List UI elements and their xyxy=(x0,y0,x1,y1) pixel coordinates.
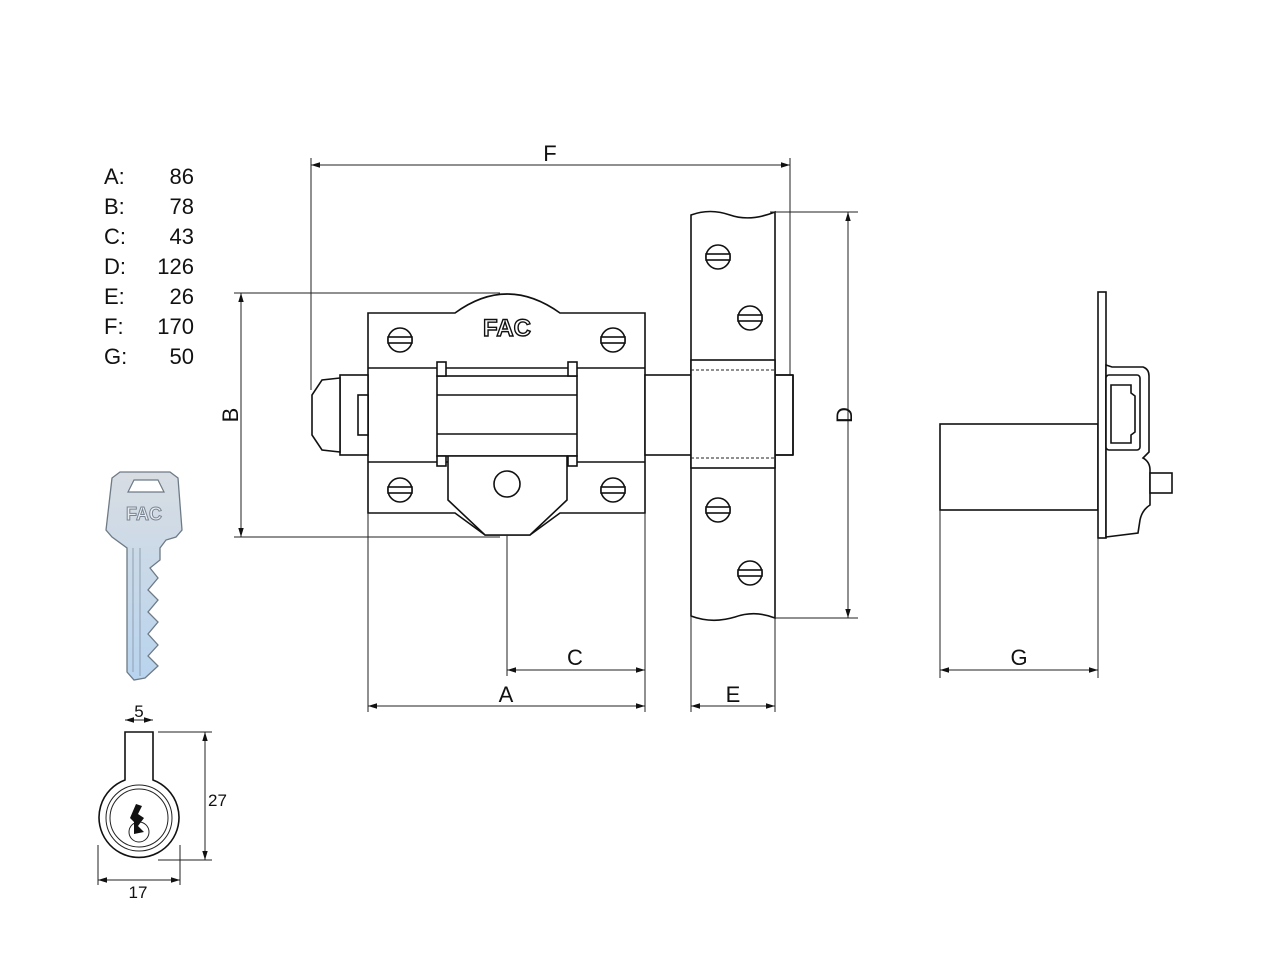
fac-logo: FAC xyxy=(483,315,531,342)
strike-plate xyxy=(690,210,794,622)
dimension-e: E xyxy=(690,616,776,712)
legend-letter: A: xyxy=(104,164,125,189)
screw-icon xyxy=(737,305,763,331)
keyway-icon xyxy=(130,804,144,834)
screw-icon xyxy=(600,327,626,353)
legend-row-a: A: 86 xyxy=(104,164,194,189)
dimension-g: G xyxy=(939,510,1099,678)
screw-icon xyxy=(705,244,731,270)
legend-row-d: D: 126 xyxy=(104,254,194,279)
dimension-label-b: B xyxy=(218,408,243,423)
legend-letter: C: xyxy=(104,224,126,249)
dimension-f: F xyxy=(310,141,791,390)
legend-letter: G: xyxy=(104,344,127,369)
legend-value: 78 xyxy=(170,194,194,219)
diameter-label: 17 xyxy=(129,883,148,902)
dimension-d: D xyxy=(770,211,858,619)
dimension-label-e: E xyxy=(726,682,741,707)
dimension-label-c: C xyxy=(567,645,583,670)
dimension-label-a: A xyxy=(499,682,514,707)
height-label: 27 xyxy=(208,791,227,810)
dimension-c: C xyxy=(506,513,646,712)
dimension-b: B xyxy=(218,292,500,538)
dimension-legend: A: 86 B: 78 C: 43 D: 126 E: 26 F: 170 G: 50 xyxy=(104,164,194,369)
legend-row-c: C: 43 xyxy=(104,224,194,249)
legend-letter: B: xyxy=(104,194,125,219)
stem-width-label: 5 xyxy=(134,702,143,721)
legend-row-f: F: 170 xyxy=(104,314,194,339)
screw-icon xyxy=(387,477,413,503)
cylinder-profile: 5 27 17 xyxy=(97,702,227,902)
screw-icon xyxy=(387,327,413,353)
dimension-label-g: G xyxy=(1010,645,1027,670)
key-illustration: FAC xyxy=(105,471,183,681)
legend-letter: E: xyxy=(104,284,125,309)
legend-row-b: B: 78 xyxy=(104,194,194,219)
legend-value: 170 xyxy=(157,314,194,339)
legend-letter: F: xyxy=(104,314,124,339)
legend-letter: D: xyxy=(104,254,126,279)
legend-row-e: E: 26 xyxy=(104,284,194,309)
key-fac-logo: FAC xyxy=(126,504,162,524)
legend-value: 50 xyxy=(170,344,194,369)
legend-value: 43 xyxy=(170,224,194,249)
legend-row-g: G: 50 xyxy=(104,344,194,369)
screw-icon xyxy=(705,497,731,523)
screw-icon xyxy=(737,560,763,586)
lock-side-view xyxy=(939,291,1173,539)
screw-icon xyxy=(600,477,626,503)
dimension-label-f: F xyxy=(543,141,556,166)
legend-value: 26 xyxy=(170,284,194,309)
legend-value: 86 xyxy=(170,164,194,189)
dimension-label-d: D xyxy=(832,407,857,423)
dimension-a: A xyxy=(367,513,645,712)
legend-value: 126 xyxy=(157,254,194,279)
keyhole-cover xyxy=(493,470,521,498)
